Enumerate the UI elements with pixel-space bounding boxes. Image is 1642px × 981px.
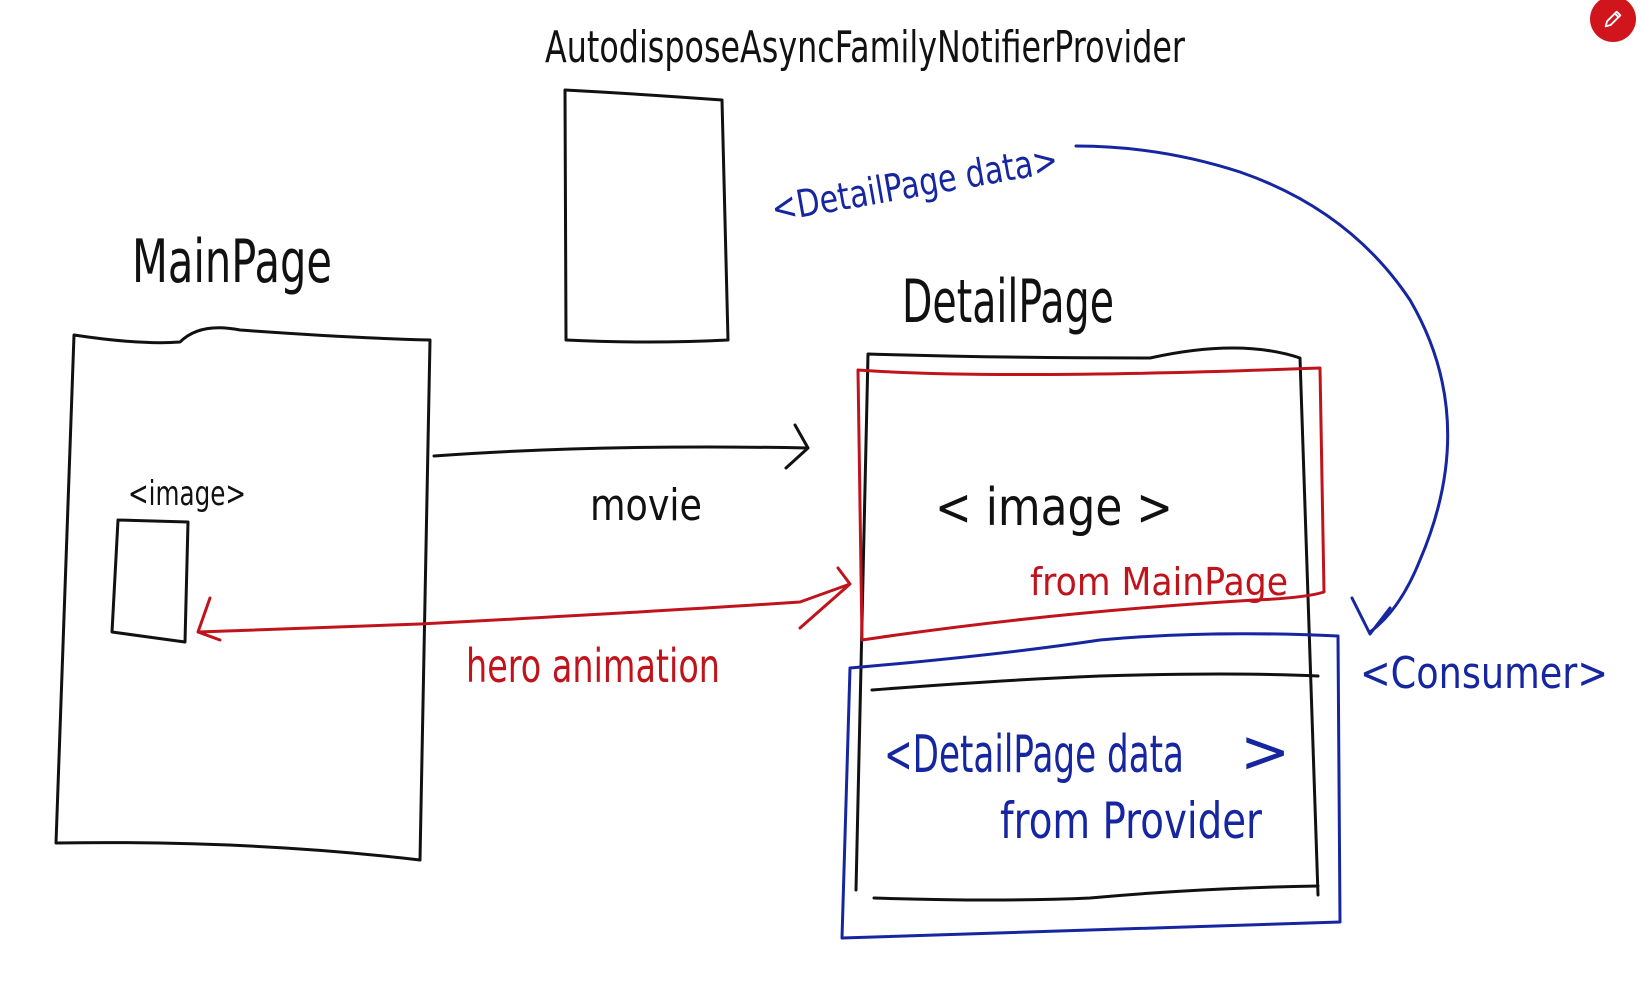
- main-page-box: [54, 326, 432, 862]
- detail-image-label: < image >: [935, 478, 1173, 538]
- provider-box: [563, 88, 730, 344]
- provider-label: AutodisposeAsyncFamilyNotifierProvider: [545, 22, 1186, 73]
- from-main-page-label: from MainPage: [1030, 560, 1288, 604]
- detail-page-data-box-label: <DetailPage data: [884, 725, 1184, 785]
- consumer-box: [840, 632, 1342, 940]
- detail-page-bottom: [872, 884, 1320, 902]
- data-flow-curve: [1074, 144, 1450, 636]
- pencil-icon: [1604, 10, 1622, 28]
- hero-animation-label: hero animation: [466, 639, 720, 693]
- detail-page-divider: [870, 672, 1320, 692]
- detail-page-data-box-close: >: [1240, 717, 1290, 787]
- movie-arrow: [432, 423, 810, 470]
- main-image-thumbnail: [110, 518, 190, 644]
- detail-image-region: [856, 366, 1326, 642]
- detail-page-data-top-label: <DetailPage data>: [768, 137, 1061, 231]
- consumer-label: <Consumer>: [1360, 648, 1608, 699]
- from-provider-label: from Provider: [1000, 792, 1262, 850]
- main-page-title: MainPage: [132, 227, 332, 297]
- main-image-label: <image>: [128, 474, 246, 514]
- detail-page-title: DetailPage: [902, 267, 1114, 337]
- edit-button[interactable]: [1590, 0, 1636, 42]
- movie-label: movie: [590, 480, 702, 531]
- hero-animation-arrow: [196, 566, 852, 642]
